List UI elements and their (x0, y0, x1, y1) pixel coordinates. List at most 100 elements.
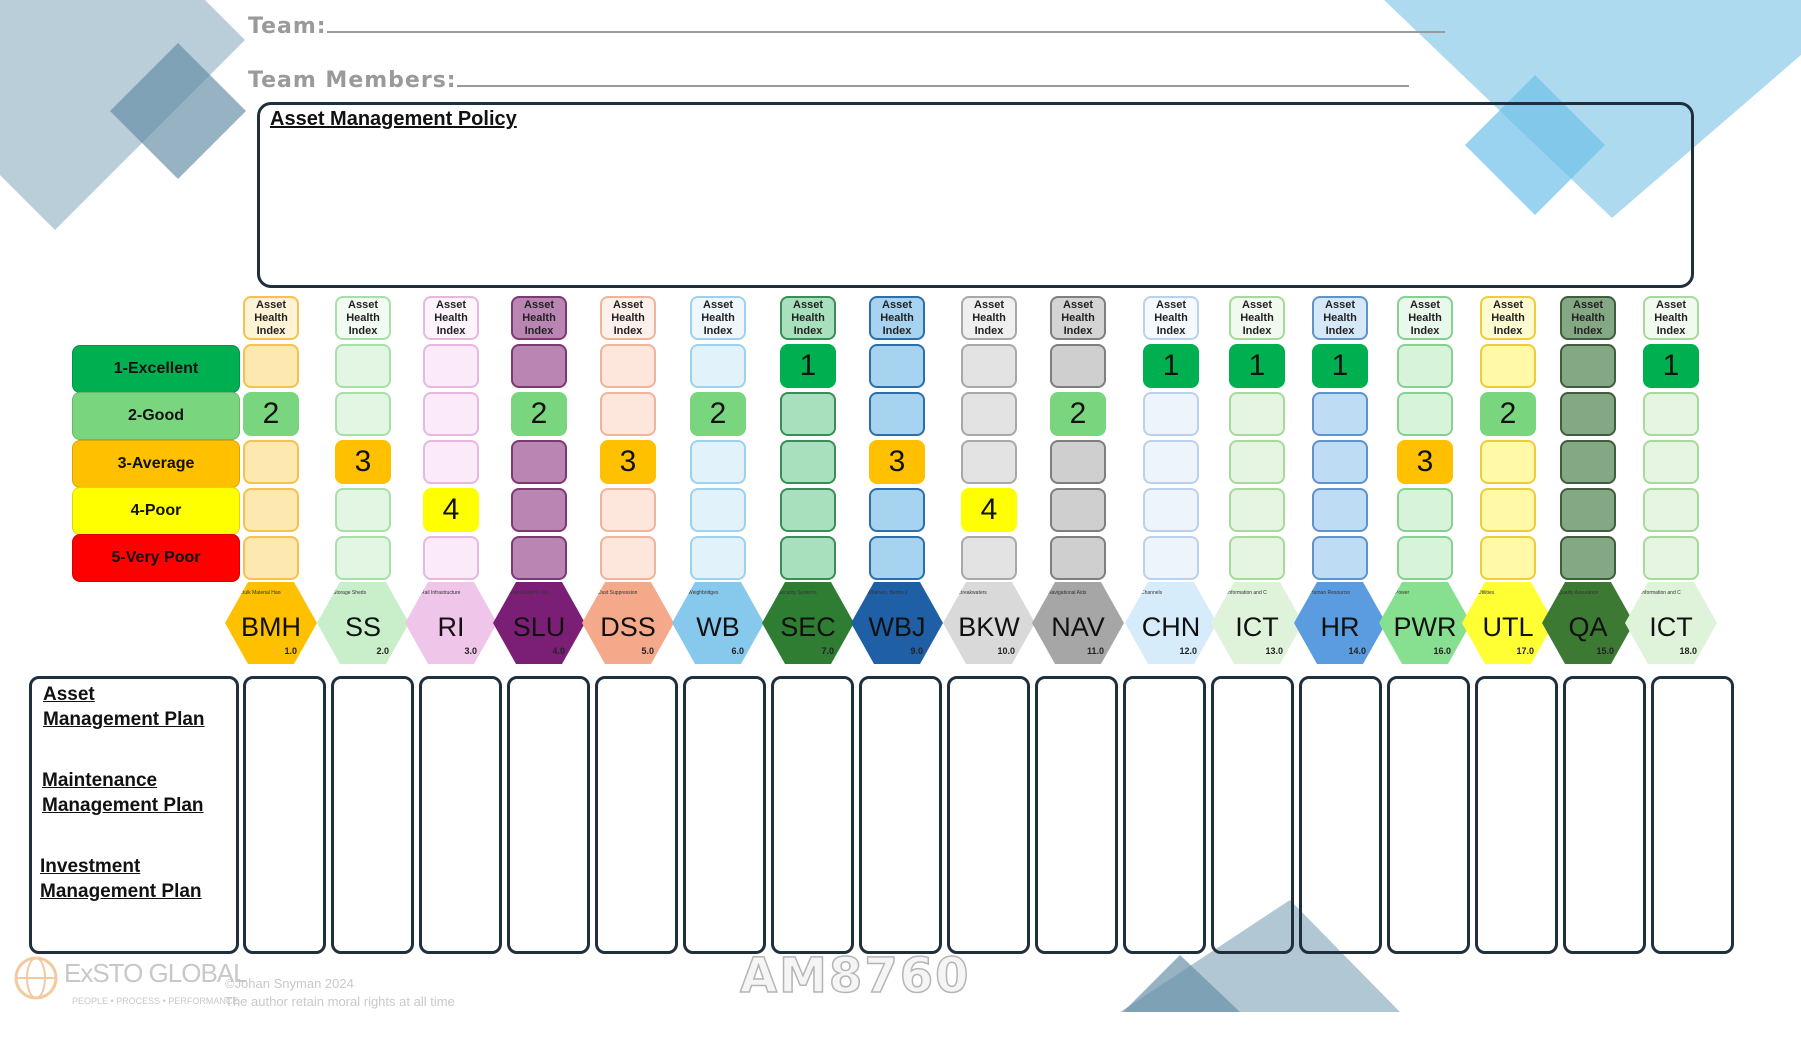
rating-cell-1[interactable]: 1 (1229, 344, 1285, 388)
rating-cell-4[interactable]: 4 (961, 488, 1017, 532)
rating-cell-4[interactable] (690, 488, 746, 532)
rating-cell-4[interactable] (600, 488, 656, 532)
rating-cell-4[interactable] (1312, 488, 1368, 532)
rating-cell-4[interactable] (1643, 488, 1699, 532)
plan-entry-box-bkw[interactable] (947, 676, 1030, 954)
rating-cell-3[interactable] (1229, 440, 1285, 484)
rating-cell-2[interactable] (1560, 392, 1616, 436)
rating-cell-3[interactable]: 3 (335, 440, 391, 484)
rating-cell-5[interactable] (780, 536, 836, 580)
rating-cell-4[interactable] (1050, 488, 1106, 532)
rating-cell-3[interactable] (243, 440, 299, 484)
rating-cell-4[interactable] (243, 488, 299, 532)
team-members-line[interactable]: Team Members: (248, 67, 1409, 93)
plan-entry-box-bmh[interactable] (243, 676, 326, 954)
rating-cell-5[interactable] (511, 536, 567, 580)
rating-cell-4[interactable] (1560, 488, 1616, 532)
rating-cell-1[interactable]: 1 (1312, 344, 1368, 388)
plan-entry-box-sec[interactable] (771, 676, 854, 954)
rating-cell-5[interactable] (1560, 536, 1616, 580)
plan-entry-box-ict[interactable] (1211, 676, 1294, 954)
rating-cell-1[interactable] (600, 344, 656, 388)
rating-cell-2[interactable] (780, 392, 836, 436)
rating-cell-2[interactable] (335, 392, 391, 436)
rating-cell-2[interactable]: 2 (511, 392, 567, 436)
rating-cell-1[interactable] (511, 344, 567, 388)
rating-cell-3[interactable] (1560, 440, 1616, 484)
rating-cell-4[interactable] (1480, 488, 1536, 532)
rating-cell-3[interactable] (1312, 440, 1368, 484)
rating-cell-4[interactable] (869, 488, 925, 532)
rating-cell-3[interactable] (690, 440, 746, 484)
rating-cell-1[interactable] (243, 344, 299, 388)
rating-cell-5[interactable] (690, 536, 746, 580)
plan-entry-box-slu[interactable] (507, 676, 590, 954)
rating-cell-5[interactable] (1643, 536, 1699, 580)
rating-cell-5[interactable] (1480, 536, 1536, 580)
plan-entry-box-wbj[interactable] (859, 676, 942, 954)
rating-cell-5[interactable] (423, 536, 479, 580)
rating-cell-1[interactable] (335, 344, 391, 388)
rating-cell-2[interactable] (1312, 392, 1368, 436)
plan-entry-box-ri[interactable] (419, 676, 502, 954)
rating-cell-3[interactable] (1050, 440, 1106, 484)
rating-cell-2[interactable]: 2 (1480, 392, 1536, 436)
plan-entry-box-utl[interactable] (1475, 676, 1558, 954)
rating-cell-5[interactable] (600, 536, 656, 580)
rating-cell-3[interactable]: 3 (869, 440, 925, 484)
team-line[interactable]: Team: (248, 13, 1445, 39)
rating-cell-2[interactable] (1643, 392, 1699, 436)
rating-cell-3[interactable] (511, 440, 567, 484)
rating-cell-1[interactable] (1560, 344, 1616, 388)
rating-cell-1[interactable] (961, 344, 1017, 388)
rating-cell-1[interactable] (1050, 344, 1106, 388)
plan-entry-box-hr[interactable] (1299, 676, 1382, 954)
plan-entry-box-pwr[interactable] (1387, 676, 1470, 954)
rating-cell-4[interactable] (780, 488, 836, 532)
rating-cell-4[interactable] (511, 488, 567, 532)
rating-cell-1[interactable]: 1 (1143, 344, 1199, 388)
rating-cell-1[interactable] (1397, 344, 1453, 388)
rating-cell-2[interactable] (1229, 392, 1285, 436)
rating-cell-2[interactable]: 2 (1050, 392, 1106, 436)
rating-cell-2[interactable] (869, 392, 925, 436)
rating-cell-2[interactable]: 2 (243, 392, 299, 436)
rating-cell-2[interactable] (1397, 392, 1453, 436)
team-members-input-rule[interactable] (456, 67, 1409, 87)
rating-cell-4[interactable] (1143, 488, 1199, 532)
rating-cell-5[interactable] (1143, 536, 1199, 580)
rating-cell-1[interactable]: 1 (1643, 344, 1699, 388)
rating-cell-3[interactable] (780, 440, 836, 484)
rating-cell-2[interactable] (600, 392, 656, 436)
plan-entry-box-wb[interactable] (683, 676, 766, 954)
rating-cell-1[interactable] (1480, 344, 1536, 388)
rating-cell-2[interactable] (961, 392, 1017, 436)
rating-cell-3[interactable]: 3 (600, 440, 656, 484)
plan-entry-box-dss[interactable] (595, 676, 678, 954)
rating-cell-4[interactable]: 4 (423, 488, 479, 532)
rating-cell-2[interactable]: 2 (690, 392, 746, 436)
rating-cell-5[interactable] (1229, 536, 1285, 580)
rating-cell-1[interactable] (690, 344, 746, 388)
plan-entry-box-nav[interactable] (1035, 676, 1118, 954)
rating-cell-5[interactable] (335, 536, 391, 580)
rating-cell-1[interactable] (869, 344, 925, 388)
rating-cell-3[interactable] (1643, 440, 1699, 484)
rating-cell-2[interactable] (1143, 392, 1199, 436)
rating-cell-3[interactable] (423, 440, 479, 484)
asset-management-policy-box[interactable]: Asset Management Policy (257, 102, 1694, 288)
rating-cell-5[interactable] (1050, 536, 1106, 580)
rating-cell-5[interactable] (961, 536, 1017, 580)
rating-cell-4[interactable] (1397, 488, 1453, 532)
rating-cell-3[interactable] (961, 440, 1017, 484)
rating-cell-5[interactable] (1397, 536, 1453, 580)
rating-cell-1[interactable] (423, 344, 479, 388)
plan-entry-box-ss[interactable] (331, 676, 414, 954)
rating-cell-5[interactable] (869, 536, 925, 580)
rating-cell-4[interactable] (1229, 488, 1285, 532)
rating-cell-5[interactable] (243, 536, 299, 580)
plan-entry-box-qa[interactable] (1563, 676, 1646, 954)
rating-cell-3[interactable] (1480, 440, 1536, 484)
rating-cell-1[interactable]: 1 (780, 344, 836, 388)
rating-cell-2[interactable] (423, 392, 479, 436)
